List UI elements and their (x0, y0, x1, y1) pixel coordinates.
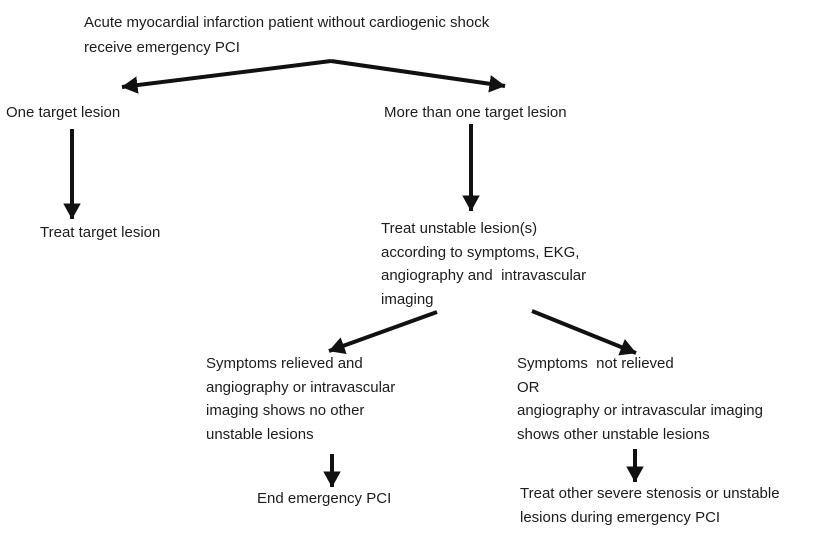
arrow-root-to-more-than-one (330, 59, 506, 93)
node-end-emergency-pci: End emergency PCI (257, 490, 392, 507)
arrow-root-to-one-target (121, 59, 332, 94)
node-treat-other-severe-stenosis: Treat other severe stenosis or unstable … (520, 485, 780, 526)
node-treat-unstable-lesions: Treat unstable lesion(s) according to sy… (381, 220, 587, 308)
node-more-than-one-target-lesion: More than one target lesion (384, 104, 567, 121)
node-symptoms-not-relieved: Symptoms not relieved OR angiography or … (517, 355, 763, 443)
node-treat-target-lesion: Treat target lesion (40, 224, 161, 241)
node-symptoms-relieved: Symptoms relieved and angiography or int… (206, 355, 396, 443)
node-one-target-lesion: One target lesion (6, 104, 121, 121)
arrow-treat-unstable-to-symptoms-relieved (328, 310, 438, 354)
node-root: Acute myocardial infarction patient with… (84, 14, 490, 56)
arrow-treat-unstable-to-symptoms-not-relieved (531, 309, 637, 356)
